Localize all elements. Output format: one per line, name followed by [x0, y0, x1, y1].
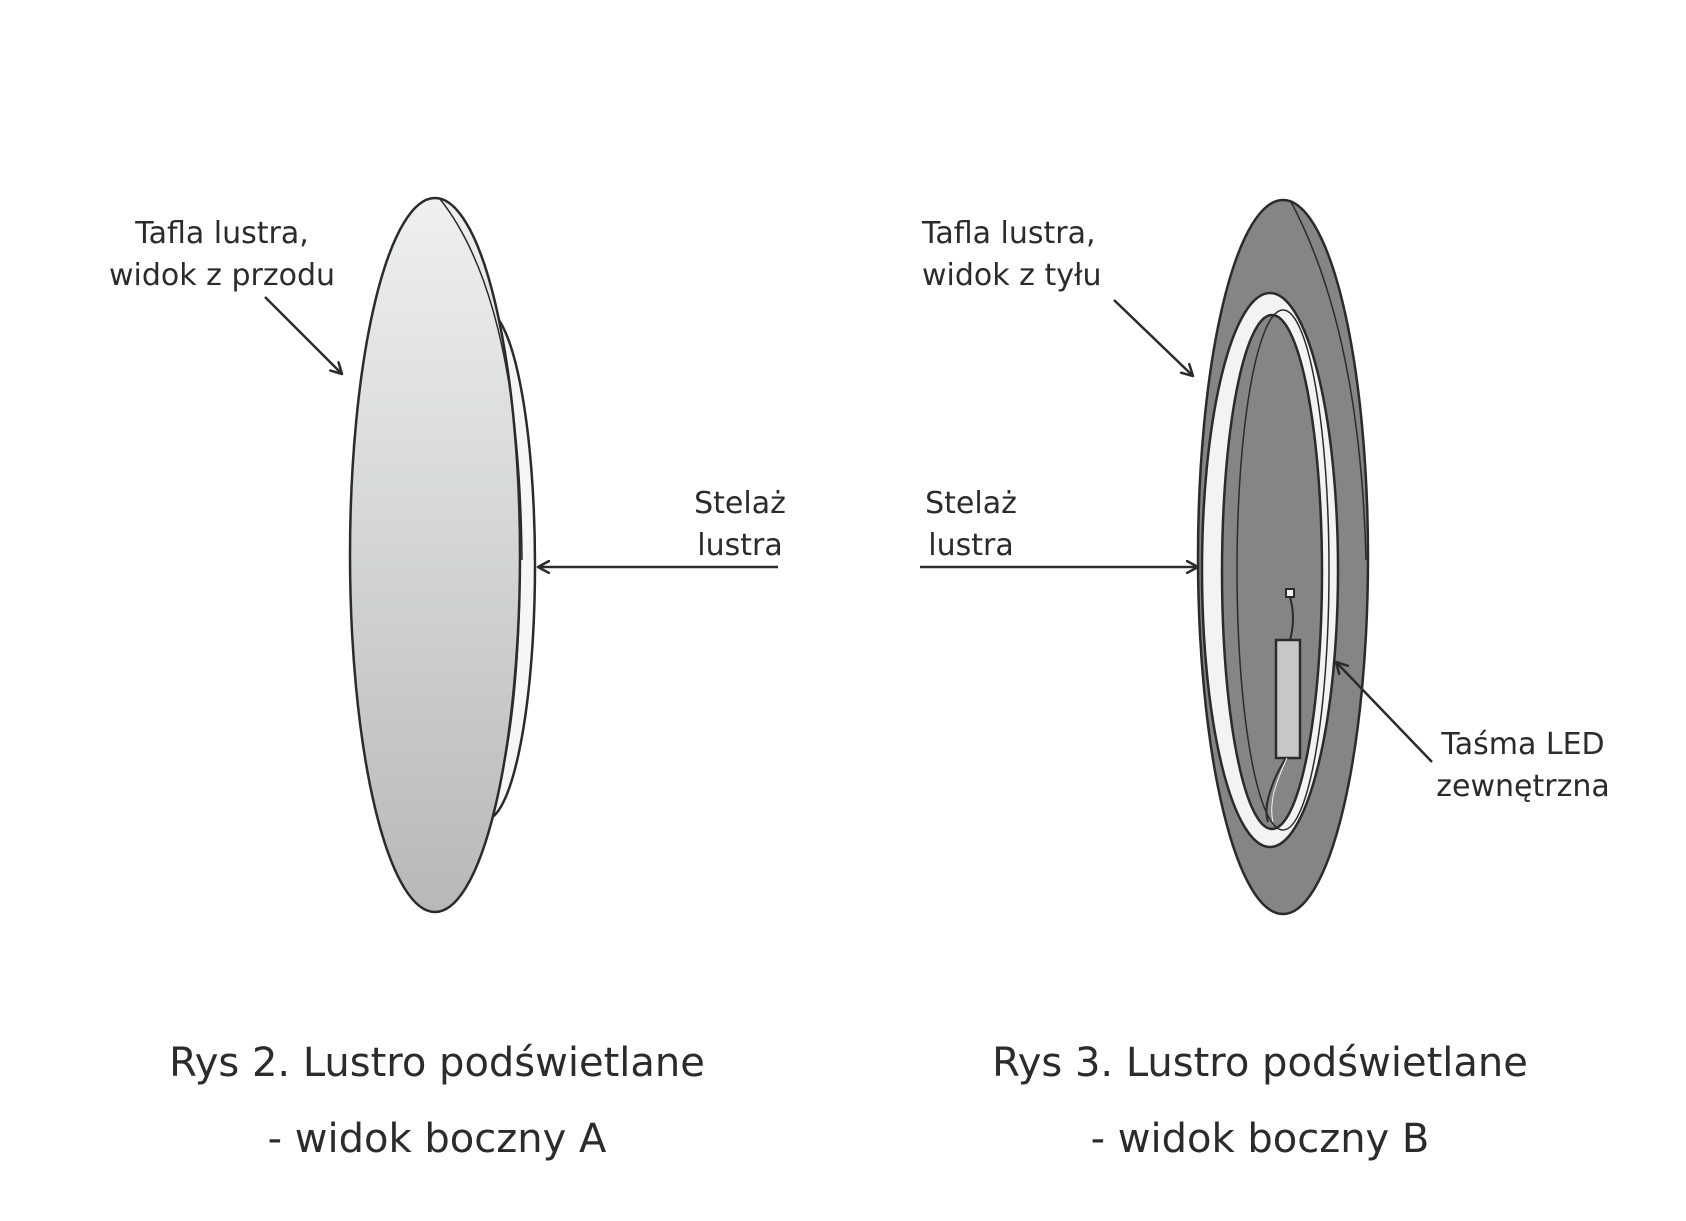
led-strip — [1236, 309, 1330, 831]
arrow-led-strip — [1336, 662, 1433, 763]
label-back-pane: Tafla lustra, widok z tyłu — [922, 216, 1102, 293]
arrow-front-pane — [264, 296, 342, 374]
mirror-glass-front — [348, 196, 522, 914]
label-frame-b: Stelaż lustra — [925, 486, 1017, 563]
mirror-side-view-b — [1196, 198, 1370, 916]
led-driver — [1265, 588, 1302, 823]
label-front-pane: Tafla lustra, widok z przodu — [109, 216, 335, 293]
mirror-side-view-a — [348, 196, 537, 914]
caption-figure-a: Rys 2. Lustro podświetlane - widok boczn… — [169, 1040, 705, 1162]
label-led-strip: Taśma LED zewnętrzna — [1436, 727, 1610, 804]
arrow-back-pane — [1113, 299, 1193, 376]
caption-figure-b: Rys 3. Lustro podświetlane - widok boczn… — [992, 1040, 1528, 1162]
label-frame-a: Stelaż lustra — [694, 486, 786, 563]
